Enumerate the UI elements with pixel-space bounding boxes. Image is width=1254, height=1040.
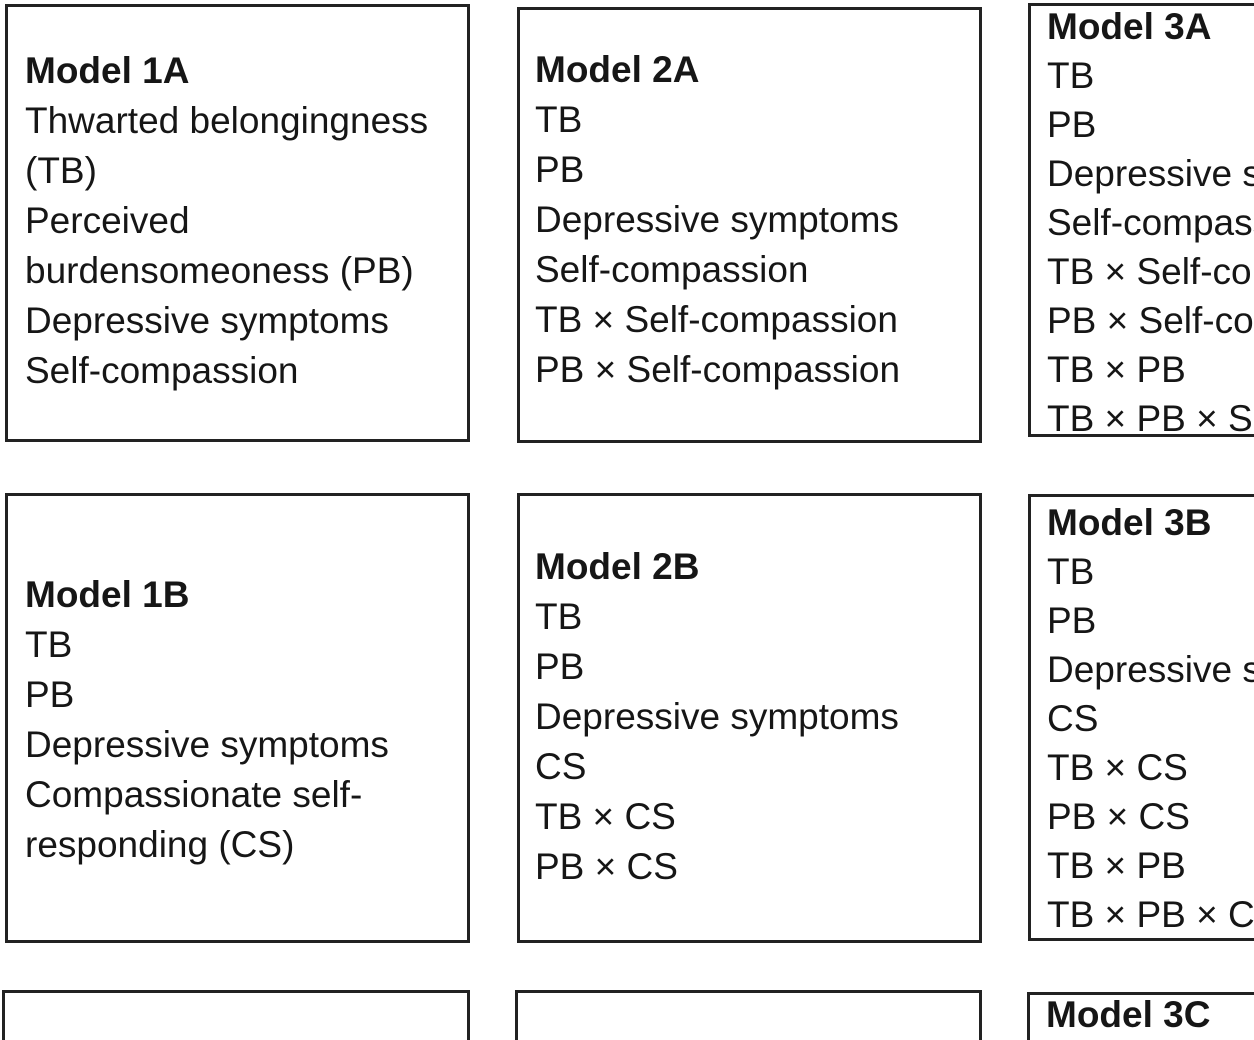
- model-1b-title: Model 1B: [25, 574, 190, 615]
- model-2a-line-2: PB: [535, 149, 585, 190]
- model-3a-line-7: TB × PB: [1047, 349, 1186, 390]
- model-2a-box: Model 2A TB PB Depressive symptoms Self-…: [517, 7, 982, 443]
- model-2a-line-6: PB × Self-compassion: [535, 349, 901, 390]
- model-1b-line-1: TB: [25, 624, 73, 665]
- model-1a-line-1: Thwarted belongingness: [25, 100, 429, 141]
- model-2b-line-2: PB: [535, 646, 585, 687]
- model-3a-line-8: TB × PB × Self-compassion: [1047, 398, 1254, 439]
- model-1a-line-6: Self-compassion: [25, 350, 299, 391]
- model-3a-line-1: TB: [1047, 55, 1095, 96]
- model-3a-line-2: PB: [1047, 104, 1097, 145]
- model-3a-box: Model 3A TB PB Depressive symptoms Self-…: [1028, 3, 1254, 439]
- model-3b-content: Model 3B TB PB Depressive symptoms CS TB…: [1031, 498, 1254, 939]
- model-3b-line-7: TB × PB: [1047, 845, 1186, 886]
- model-2b-title: Model 2B: [535, 546, 700, 587]
- model-1b-line-2: PB: [25, 674, 75, 715]
- model-2a-content: Model 2A TB PB Depressive symptoms Self-…: [520, 10, 979, 395]
- model-2a-line-1: TB: [535, 99, 583, 140]
- model-3b-box: Model 3B TB PB Depressive symptoms CS TB…: [1028, 494, 1254, 941]
- model-3a-line-5: TB × Self-compassion: [1047, 251, 1254, 292]
- model-2b-line-3: Depressive symptoms: [535, 696, 899, 737]
- model-3c-box: Model 3C: [1027, 992, 1254, 1040]
- model-3b-line-2: PB: [1047, 600, 1097, 641]
- model-2c-box: [515, 990, 982, 1040]
- model-2b-line-1: TB: [535, 596, 583, 637]
- model-1a-line-5: Depressive symptoms: [25, 300, 389, 341]
- model-1a-title: Model 1A: [25, 50, 190, 91]
- model-2b-line-5: TB × CS: [535, 796, 676, 837]
- model-1a-box: Model 1A Thwarted belongingness (TB) Per…: [5, 4, 470, 442]
- model-1a-content: Model 1A Thwarted belongingness (TB) Per…: [8, 7, 467, 396]
- model-3a-title: Model 3A: [1047, 6, 1212, 47]
- model-1a-line-3: Perceived: [25, 200, 190, 241]
- model-3a-line-6: PB × Self-compassion: [1047, 300, 1254, 341]
- model-2b-line-6: PB × CS: [535, 846, 678, 887]
- model-1a-line-2: (TB): [25, 150, 97, 191]
- model-1b-line-3: Depressive symptoms: [25, 724, 389, 765]
- model-2b-line-4: CS: [535, 746, 587, 787]
- model-1b-line-4: Compassionate self-: [25, 774, 363, 815]
- model-3a-line-4: Self-compassion: [1047, 202, 1254, 243]
- model-1b-content: Model 1B TB PB Depressive symptoms Compa…: [8, 496, 467, 870]
- model-3b-line-8: TB × PB × CS: [1047, 894, 1254, 935]
- model-3a-line-3: Depressive symptoms: [1047, 153, 1254, 194]
- model-3c-content: Model 3C: [1030, 990, 1254, 1039]
- model-1a-line-4: burdensomeoness (PB): [25, 250, 414, 291]
- model-1c-box: [2, 990, 470, 1040]
- model-2a-line-5: TB × Self-compassion: [535, 299, 898, 340]
- model-3b-line-5: TB × CS: [1047, 747, 1188, 788]
- model-1b-line-5: responding (CS): [25, 824, 295, 865]
- model-2b-content: Model 2B TB PB Depressive symptoms CS TB…: [520, 496, 979, 892]
- model-1b-box: Model 1B TB PB Depressive symptoms Compa…: [5, 493, 470, 943]
- model-3a-content: Model 3A TB PB Depressive symptoms Self-…: [1031, 2, 1254, 443]
- model-3b-line-4: CS: [1047, 698, 1099, 739]
- model-3b-line-3: Depressive symptoms: [1047, 649, 1254, 690]
- model-3b-line-6: PB × CS: [1047, 796, 1190, 837]
- model-2a-title: Model 2A: [535, 49, 700, 90]
- model-2b-box: Model 2B TB PB Depressive symptoms CS TB…: [517, 493, 982, 943]
- model-2a-line-4: Self-compassion: [535, 249, 809, 290]
- model-3b-line-1: TB: [1047, 551, 1095, 592]
- model-3c-title: Model 3C: [1046, 994, 1211, 1035]
- model-3b-title: Model 3B: [1047, 502, 1212, 543]
- model-2a-line-3: Depressive symptoms: [535, 199, 899, 240]
